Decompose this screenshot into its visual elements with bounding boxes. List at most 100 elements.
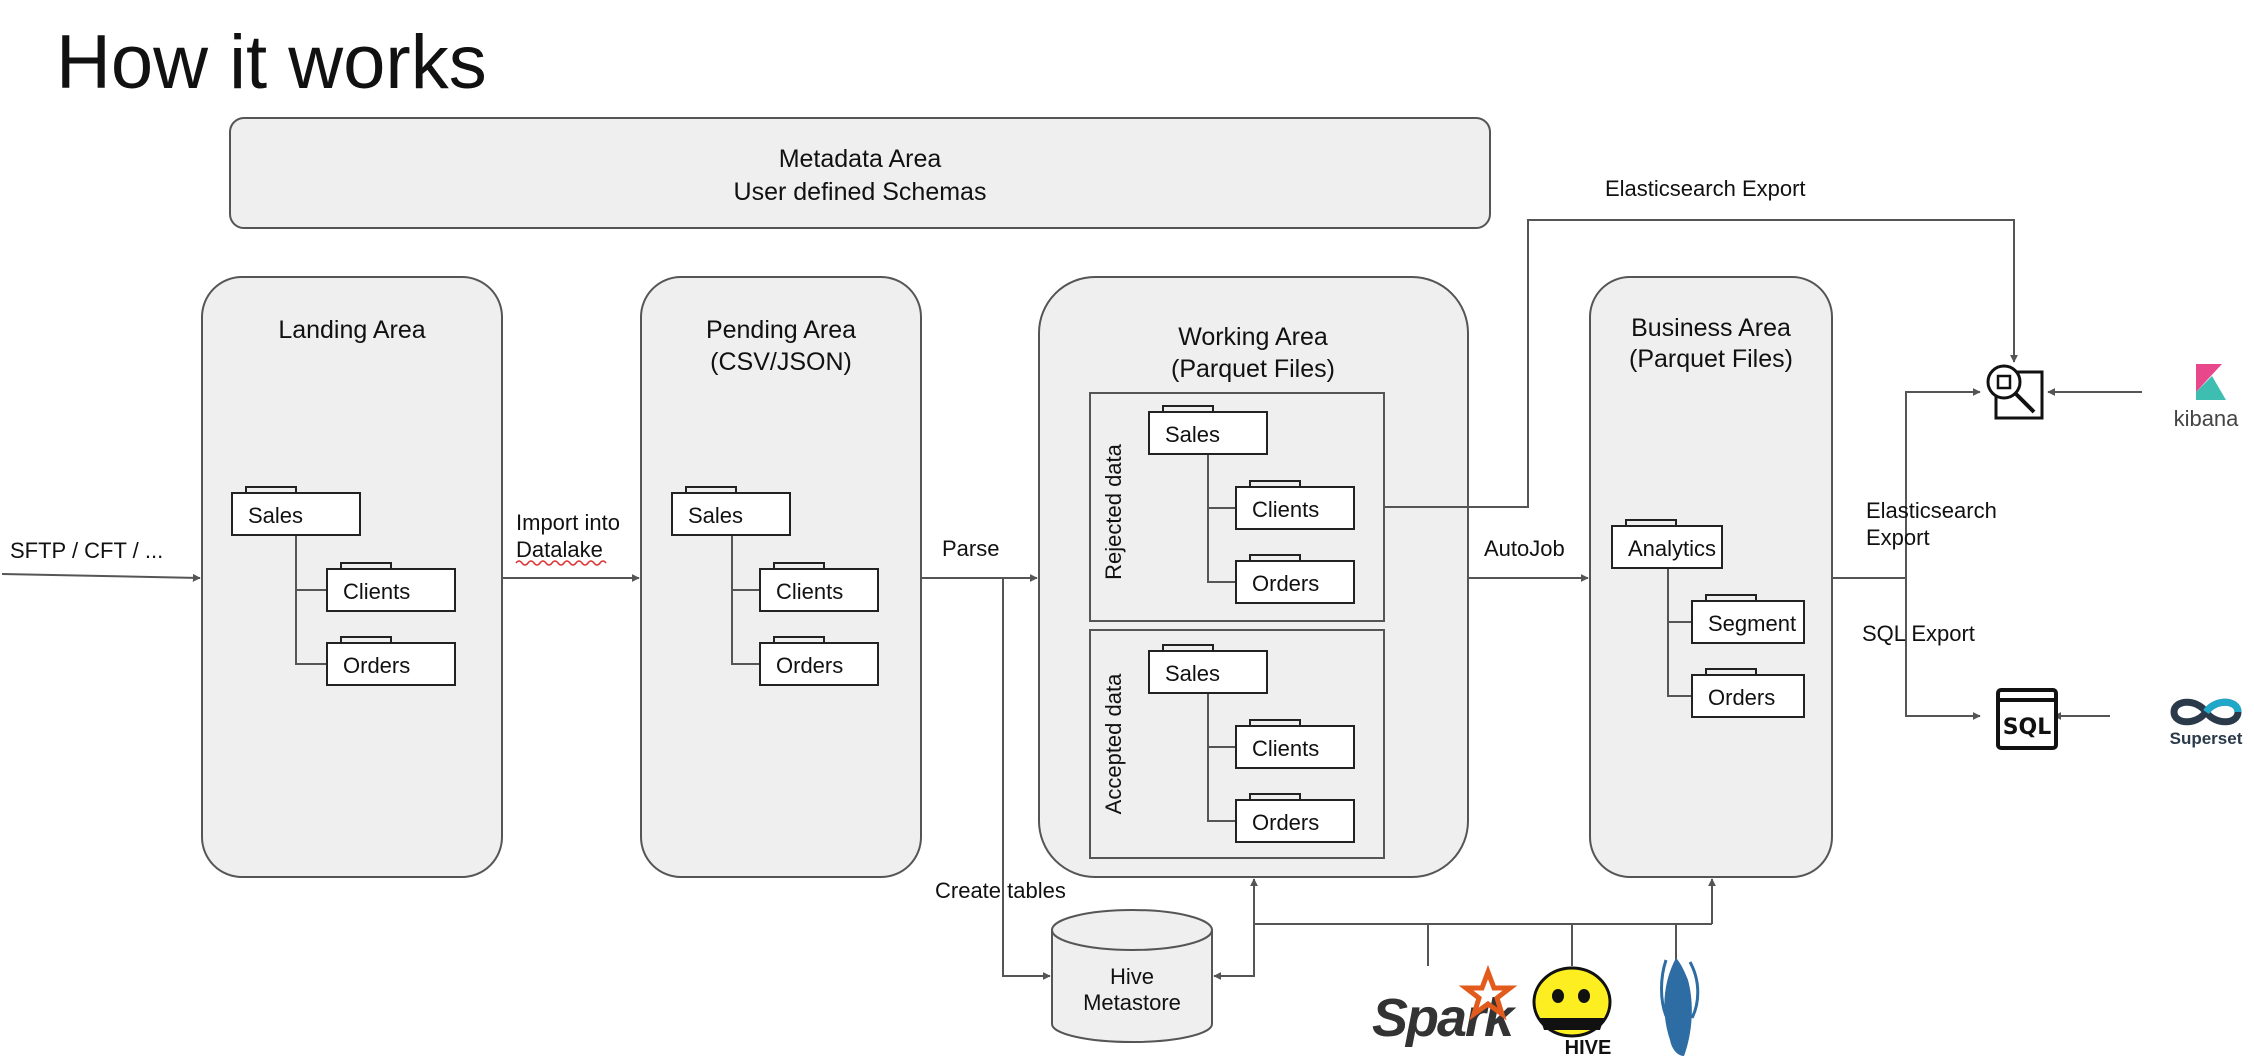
- rejected-data-label: Rejected data: [1101, 443, 1126, 580]
- import-label-line2: Datalake: [516, 537, 603, 562]
- folder-icon: [1625, 519, 1677, 526]
- pending-area-title: Pending Area: [706, 316, 856, 344]
- sftp-arrow: [1, 573, 201, 582]
- folder-landing-child-1: Clients: [326, 562, 456, 612]
- create-tables-arrow: [1002, 578, 1051, 980]
- tree-connector: [1207, 454, 1236, 583]
- folder-icon: [685, 486, 737, 493]
- folder-box: [231, 492, 361, 536]
- folder-box: [1235, 486, 1355, 530]
- folder-pending-child-1: Clients: [759, 562, 879, 612]
- business-area-title: Business Area: [1631, 314, 1791, 342]
- kibana-logo-pink: [2196, 364, 2222, 392]
- working-area-title: Working Area: [1178, 323, 1328, 351]
- tree-connector: [1207, 693, 1236, 822]
- search-icon-lens: [1986, 364, 2022, 400]
- hive-label: HIVE: [1565, 1037, 1612, 1056]
- superset-icon: Superset: [2170, 698, 2243, 748]
- folder-label: Segment: [1708, 611, 1796, 636]
- folder-label: Clients: [776, 579, 843, 604]
- metastore-cylinder-top: [1051, 909, 1213, 951]
- autojob-label: AutoJob: [1484, 536, 1565, 561]
- sql-window-frame: [1996, 688, 2058, 750]
- folder-icon: [1249, 480, 1301, 487]
- folder-box: [1611, 525, 1723, 569]
- folder-pending-root: Sales: [671, 486, 791, 536]
- metastore-label-line1: Hive: [1110, 964, 1154, 989]
- folder-label: Orders: [1252, 571, 1319, 596]
- folder-business-root: Analytics: [1611, 519, 1723, 569]
- folder-box: [326, 642, 456, 686]
- folder-label: Sales: [1165, 661, 1220, 686]
- folder-box: [759, 568, 879, 612]
- metadata-area: Metadata Area User defined Schemas: [229, 117, 1491, 229]
- metadata-area-title: Metadata Area: [779, 145, 942, 173]
- folder-accepted-child-1: Clients: [1235, 719, 1355, 769]
- folder-label: Sales: [1165, 422, 1220, 447]
- folder-icon: [1162, 405, 1214, 412]
- hive-logo-stripe: [1540, 1018, 1604, 1030]
- superset-infinity-accent: [2203, 698, 2242, 715]
- folder-accepted-child-2: Orders: [1235, 793, 1355, 843]
- tree-connector: [1667, 568, 1692, 697]
- search-icon: [1986, 364, 2044, 420]
- folder-box: [1691, 600, 1805, 644]
- folder-rejected-child-1: Clients: [1235, 480, 1355, 530]
- sql-window-icon: SQL: [1996, 688, 2058, 750]
- hive-logo-eye-left: [1552, 989, 1564, 1003]
- deer-logo-horn-right: [1688, 961, 1700, 1019]
- folder-box: [1148, 650, 1268, 694]
- working-area-subtitle: (Parquet Files): [1171, 355, 1335, 383]
- deer-icon: [1660, 958, 1700, 1056]
- folder-label: Clients: [1252, 497, 1319, 522]
- folder-pending-child-2: Orders: [759, 636, 879, 686]
- folder-label: Orders: [343, 653, 410, 678]
- engine-to-metastore-arrow: [1213, 924, 1255, 980]
- sql-window-text: SQL: [2003, 715, 2052, 740]
- folder-icon: [1249, 719, 1301, 726]
- folder-icon: [1162, 644, 1214, 651]
- pending-area-subtitle: (CSV/JSON): [710, 348, 852, 376]
- es-export-arrow: [1905, 388, 1981, 578]
- folder-label: Clients: [343, 579, 410, 604]
- folder-label: Sales: [688, 503, 743, 528]
- folder-icon: [1705, 594, 1757, 601]
- folder-icon: [340, 562, 392, 569]
- business-area-subtitle: (Parquet Files): [1629, 345, 1793, 373]
- search-icon-handle: [2014, 392, 2036, 414]
- folder-label: Orders: [776, 653, 843, 678]
- spark-icon: Spark: [1372, 964, 1519, 1048]
- es-export-label-line1: Elasticsearch: [1866, 498, 1997, 523]
- import-label-line1: Import into: [516, 510, 620, 535]
- folder-box: [326, 568, 456, 612]
- sftp-label: SFTP / CFT / ...: [10, 538, 163, 563]
- folder-box: [671, 492, 791, 536]
- folder-icon: [1705, 668, 1757, 675]
- folder-label: Orders: [1252, 810, 1319, 835]
- folder-icon: [1249, 793, 1301, 800]
- folder-icon: [245, 486, 297, 493]
- create-tables-label: Create tables: [935, 878, 1066, 903]
- folder-landing-root: Sales: [231, 486, 361, 536]
- spark-star: [1458, 964, 1518, 1021]
- folder-icon: [340, 636, 392, 643]
- landing-area-title: Landing Area: [278, 316, 425, 344]
- folder-business-child-1: Segment: [1691, 594, 1805, 644]
- parse-label: Parse: [942, 536, 999, 561]
- search-icon-square: [1996, 374, 2012, 390]
- metadata-area-box: [229, 117, 1491, 229]
- folder-icon: [773, 636, 825, 643]
- folder-box: [1148, 411, 1268, 455]
- metastore-cylinder-body: [1051, 930, 1213, 1043]
- folder-box: [759, 642, 879, 686]
- hive-logo-eye-right: [1578, 989, 1590, 1003]
- folder-label: Analytics: [1628, 536, 1716, 561]
- folder-icon: [773, 562, 825, 569]
- deer-logo-horn-left: [1660, 959, 1668, 1017]
- folder-rejected-child-2: Orders: [1235, 554, 1355, 604]
